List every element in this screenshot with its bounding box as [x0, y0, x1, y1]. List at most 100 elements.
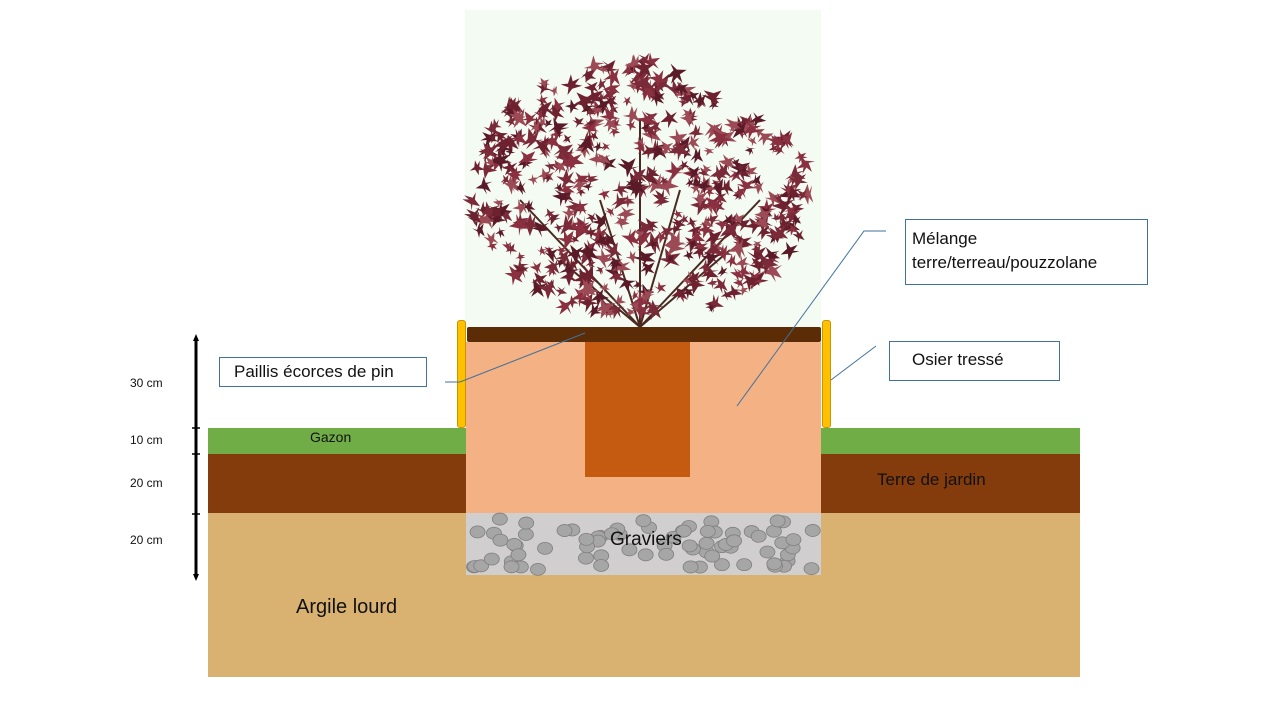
- maple-leaf: [771, 197, 795, 217]
- maple-leaf: [764, 190, 782, 208]
- maple-leaf: [508, 108, 527, 126]
- maple-leaf: [678, 97, 689, 108]
- maple-leaf: [636, 110, 660, 133]
- maple-leaf: [686, 166, 703, 180]
- maple-leaf: [532, 137, 551, 157]
- maple-leaf: [704, 294, 724, 312]
- maple-leaf: [746, 244, 768, 266]
- maple-leaf: [700, 164, 712, 176]
- maple-leaf: [648, 70, 669, 90]
- maple-leaf: [659, 175, 669, 186]
- maple-leaf: [500, 174, 511, 185]
- lawn-label: Gazon: [310, 429, 352, 445]
- scale-label-20cm-gravel: 20 cm: [130, 533, 163, 547]
- maple-leaf: [621, 228, 640, 249]
- maple-leaf: [576, 279, 596, 299]
- maple-leaf: [622, 105, 640, 125]
- maple-leaf: [761, 261, 783, 283]
- maple-leaf: [725, 253, 738, 268]
- maple-leaf: [660, 109, 679, 129]
- maple-leaf: [594, 298, 616, 319]
- maple-leaf: [738, 116, 749, 127]
- maple-leaf: [731, 212, 746, 227]
- maple-leaf: [750, 173, 762, 187]
- wicker-leader-line: [830, 345, 877, 381]
- maple-leaf: [641, 122, 657, 139]
- maple-leaf: [572, 116, 585, 128]
- maple-leaf: [602, 117, 618, 133]
- pebble: [578, 551, 594, 565]
- maple-leaf: [714, 219, 730, 232]
- maple-leaf: [589, 224, 608, 245]
- maple-leaf: [536, 79, 552, 95]
- maple-leaf: [657, 140, 674, 155]
- maple-leaf: [495, 226, 506, 239]
- maple-leaf: [689, 183, 702, 194]
- maple-leaf: [603, 66, 620, 87]
- garden-soil-right: [821, 454, 1080, 513]
- maple-leaf: [548, 117, 570, 139]
- maple-leaf: [629, 299, 640, 313]
- maple-leaf: [565, 244, 584, 265]
- maple-leaf: [568, 219, 579, 231]
- scale-label-20cm-soil: 20 cm: [130, 476, 163, 490]
- pebble: [621, 543, 638, 557]
- maple-leaf: [558, 258, 580, 280]
- maple-leaf: [555, 245, 568, 256]
- pebble: [469, 525, 486, 539]
- pebble: [804, 524, 821, 537]
- maple-leaf: [777, 216, 793, 234]
- maple-leaf: [794, 150, 808, 164]
- maple-leaf: [762, 247, 780, 265]
- maple-leaf: [609, 117, 622, 130]
- maple-leaf: [527, 173, 539, 186]
- maple-leaf: [529, 261, 542, 275]
- maple-leaf: [492, 198, 504, 209]
- maple-leaf: [744, 146, 756, 156]
- maple-leaf: [625, 250, 639, 264]
- maple-leaf: [583, 86, 605, 108]
- pebble: [483, 552, 500, 566]
- maple-leaf: [562, 134, 572, 144]
- maple-leaf: [585, 116, 597, 128]
- maple-leaf: [603, 95, 619, 110]
- maple-leaf: [660, 146, 671, 156]
- mix-label-line1: Mélange: [912, 229, 978, 248]
- maple-leaf: [736, 178, 756, 195]
- maple-leaf: [629, 167, 646, 184]
- maple-leaf: [783, 205, 798, 217]
- maple-leaf: [537, 77, 550, 90]
- maple-leaf: [723, 118, 742, 134]
- maple-leaf: [625, 120, 637, 132]
- maple-leaf: [556, 168, 576, 189]
- maple-leaf: [581, 101, 596, 117]
- maple-leaf: [580, 66, 595, 83]
- maple-leaf: [530, 120, 541, 135]
- maple-leaf: [610, 257, 623, 271]
- maple-leaf: [462, 192, 481, 211]
- maple-leaf: [594, 97, 611, 115]
- maple-leaf: [539, 146, 552, 159]
- lawn-left: [208, 428, 466, 454]
- maple-leaf: [787, 201, 805, 217]
- maple-leaf: [651, 73, 673, 93]
- maple-leaf: [703, 239, 724, 261]
- maple-leaf: [622, 96, 632, 107]
- maple-leaf: [599, 231, 617, 250]
- pebble: [785, 533, 802, 547]
- maple-leaf: [722, 214, 733, 225]
- maple-leaf: [556, 214, 578, 235]
- maple-leaf: [705, 301, 717, 313]
- maple-leaf: [513, 180, 526, 195]
- maple-leaf: [678, 159, 690, 171]
- maple-leaf: [517, 154, 534, 170]
- maple-leaf: [613, 214, 630, 231]
- maple-leaf: [590, 288, 609, 308]
- maple-leaf: [576, 132, 595, 154]
- maple-leaf: [611, 180, 629, 198]
- maple-leaf: [633, 231, 652, 249]
- maple-leaf: [795, 189, 809, 202]
- maple-leaf: [788, 171, 808, 191]
- maple-leaf: [518, 150, 539, 169]
- maple-leaf: [512, 198, 529, 216]
